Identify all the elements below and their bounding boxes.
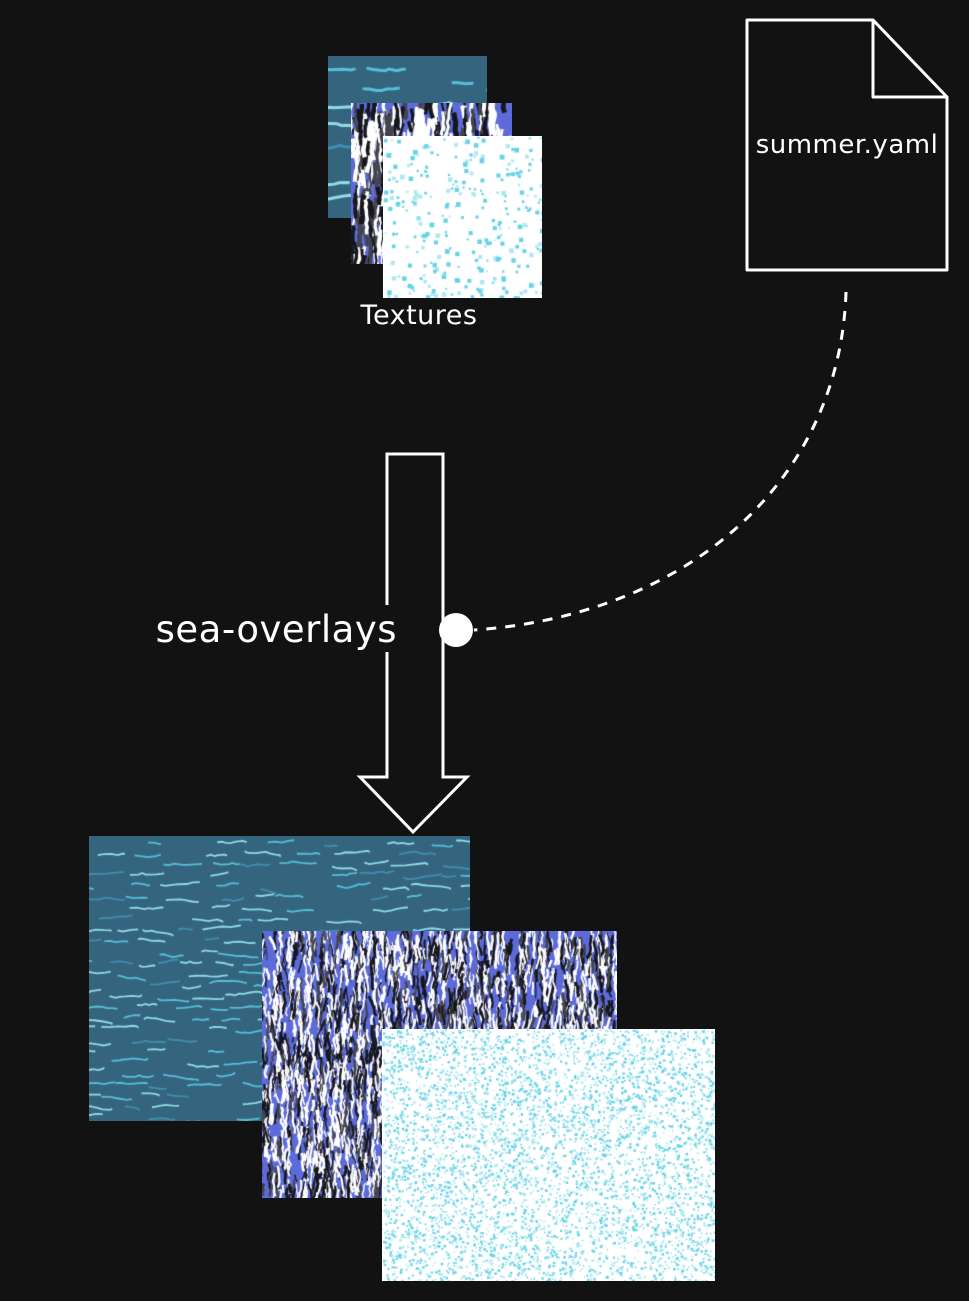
texture-speckle-thumbnail bbox=[383, 136, 542, 298]
dashed-connector bbox=[473, 291, 848, 632]
textures-label: Textures bbox=[360, 300, 478, 331]
texture-speckle-large bbox=[382, 1029, 715, 1281]
connector-node-dot bbox=[439, 613, 473, 647]
file-icon bbox=[745, 18, 949, 272]
arrow-label: sea-overlays bbox=[155, 608, 397, 651]
down-arrow bbox=[356, 452, 471, 835]
file-name-label: summer.yaml bbox=[755, 130, 939, 160]
